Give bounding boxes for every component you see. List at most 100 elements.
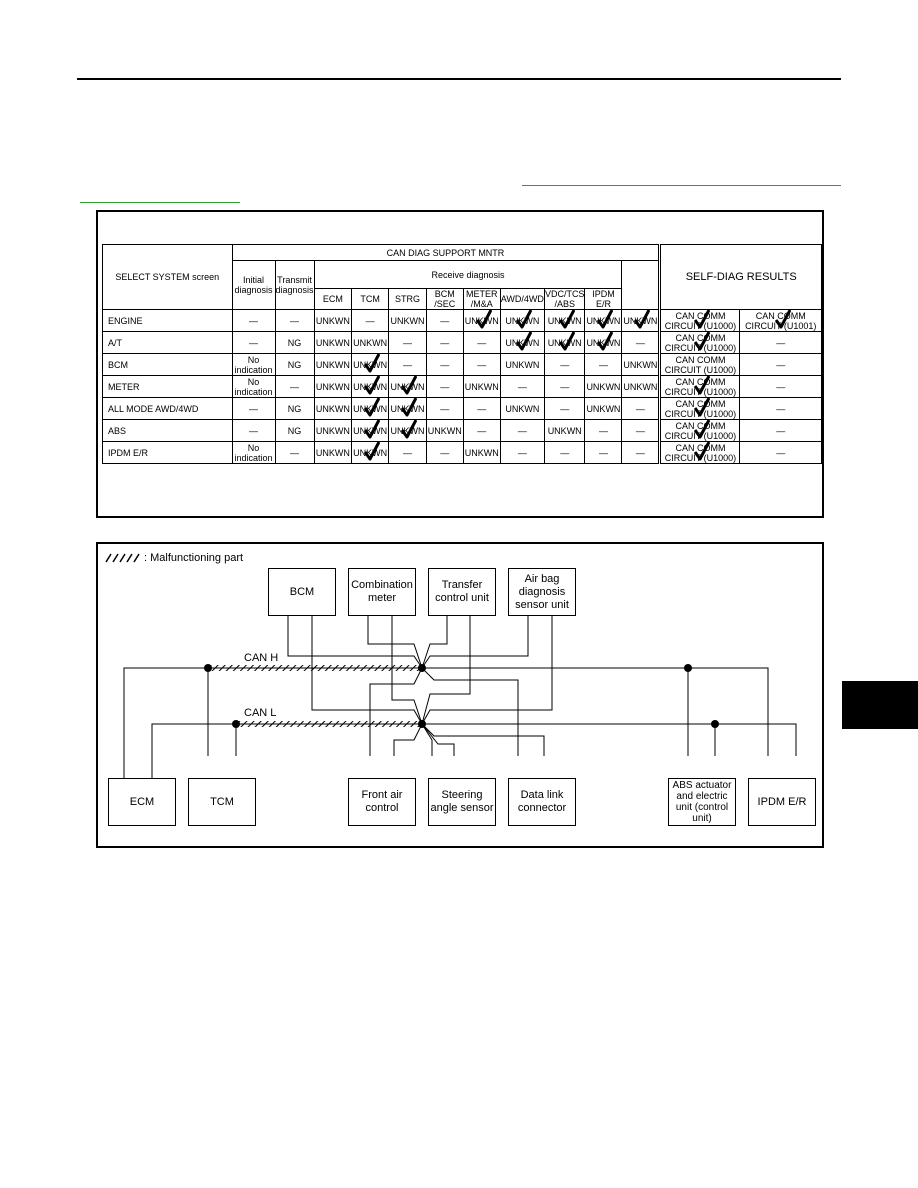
cell-value: UNKWN (505, 315, 540, 326)
table-cell: — (621, 419, 661, 442)
table-cell: UNKWN (388, 309, 427, 332)
cell-value: UNKWN (353, 381, 388, 392)
cell-value: UNKWN (586, 337, 621, 348)
table-cell: — (274, 309, 315, 332)
col-awd: AWD/4WD (499, 288, 545, 310)
table-cell: UNKWN (313, 309, 353, 332)
abs-actuator-unit: ABS actuator and electric unit (control … (668, 778, 736, 826)
table-cell: UNKWN (543, 419, 586, 442)
table-cell: — (621, 331, 661, 354)
table-cell: UNKWN (499, 397, 545, 420)
cell-value: UNKWN (623, 315, 658, 326)
table-cell: CAN COMM CIRCUIT (U1001) (739, 309, 822, 332)
table-cell: — (351, 309, 390, 332)
cell-value: UNKWN (353, 425, 388, 436)
table-cell: CAN COMM CIRCUIT (U1000) (658, 419, 741, 442)
cell-value: CAN COMM CIRCUIT (U1000) (664, 310, 737, 331)
select-system-header: SELECT SYSTEM screen (102, 244, 233, 310)
table-cell: — (274, 441, 315, 464)
table-cell: UNKWN (621, 309, 661, 332)
table-cell: UNKWN (543, 331, 586, 354)
table-cell: — (621, 441, 661, 464)
cell-value: UNKWN (390, 403, 425, 414)
table-cell: — (425, 441, 464, 464)
receive-header: Receive diagnosis (313, 260, 623, 289)
ecm-unit: ECM (108, 778, 176, 826)
system-name: IPDM E/R (102, 441, 233, 464)
link-underline-cont[interactable] (80, 202, 240, 203)
cell-value: CAN COMM CIRCUIT (U1000) (664, 332, 737, 353)
table-cell: — (584, 353, 623, 376)
table-cell: — (231, 419, 276, 442)
table-cell: UNKWN (621, 375, 661, 398)
cell-value: CAN COMM CIRCUIT (U1000) (664, 398, 737, 419)
table-cell: — (739, 353, 822, 376)
bcm-unit: BCM (268, 568, 336, 616)
transfer-control-unit: Transfer control unit (428, 568, 496, 616)
table-cell: UNKWN (584, 331, 623, 354)
table-cell: — (388, 353, 427, 376)
table-cell: UNKWN (462, 309, 501, 332)
table-cell: CAN COMM CIRCUIT (U1000) (658, 375, 741, 398)
system-name: ALL MODE AWD/4WD (102, 397, 233, 420)
table-cell: UNKWN (499, 309, 545, 332)
table-cell: — (584, 419, 623, 442)
table-cell: UNKWN (388, 397, 427, 420)
link-underline[interactable] (522, 185, 841, 186)
table-cell: — (231, 331, 276, 354)
table-cell: NG (274, 397, 315, 420)
col-strg: STRG (388, 288, 427, 310)
cell-value: UNKWN (390, 425, 425, 436)
can-diag-header: CAN DIAG SUPPORT MNTR (231, 244, 661, 261)
table-cell: UNKWN (584, 375, 623, 398)
system-name: ABS (102, 419, 233, 442)
table-cell: UNKWN (543, 309, 586, 332)
table-cell: — (739, 419, 822, 442)
table-cell: — (543, 441, 586, 464)
top-rule (77, 78, 841, 80)
table-cell: UNKWN (584, 397, 623, 420)
table-cell: CAN COMM CIRCUIT (U1000) (658, 441, 741, 464)
table-cell: — (543, 375, 586, 398)
table-cell: NG (274, 331, 315, 354)
table-cell: No indication (231, 353, 276, 376)
cell-value: UNKWN (586, 315, 621, 326)
table-cell: — (462, 419, 501, 442)
table-cell: — (543, 353, 586, 376)
col-initial: Initial diagnosis (231, 260, 276, 310)
table-cell: UNKWN (313, 375, 353, 398)
cell-value: UNKWN (390, 381, 425, 392)
table-cell: — (274, 375, 315, 398)
table-cell: UNKWN (584, 309, 623, 332)
col-tcm: TCM (351, 288, 390, 310)
table-cell: UNKWN (351, 331, 390, 354)
table-cell: CAN COMM CIRCUIT (U1000) (658, 331, 741, 354)
cell-value: CAN COMM CIRCUIT (U1000) (664, 420, 737, 441)
section-tab (842, 681, 918, 729)
cell-value: UNKWN (353, 447, 388, 458)
table-cell: UNKWN (462, 441, 501, 464)
table-cell: CAN COMM CIRCUIT (U1000) (658, 397, 741, 420)
cell-value: UNKWN (505, 337, 540, 348)
cell-value: CAN COMM CIRCUIT (U1001) (745, 310, 817, 331)
table-cell: — (462, 397, 501, 420)
table-cell: — (388, 441, 427, 464)
malfunction-legend-swatch (105, 553, 140, 563)
table-cell: — (739, 375, 822, 398)
system-name: ENGINE (102, 309, 233, 332)
table-cell: — (231, 397, 276, 420)
col-vdc: VDC/TCS /ABS (543, 288, 586, 310)
table-cell: NG (274, 419, 315, 442)
table-cell: UNKWN (425, 419, 464, 442)
can-h-label: CAN H (244, 652, 279, 664)
table-cell: — (425, 353, 464, 376)
cell-value: CAN COMM CIRCUIT (U1000) (664, 442, 737, 463)
table-cell: — (462, 353, 501, 376)
